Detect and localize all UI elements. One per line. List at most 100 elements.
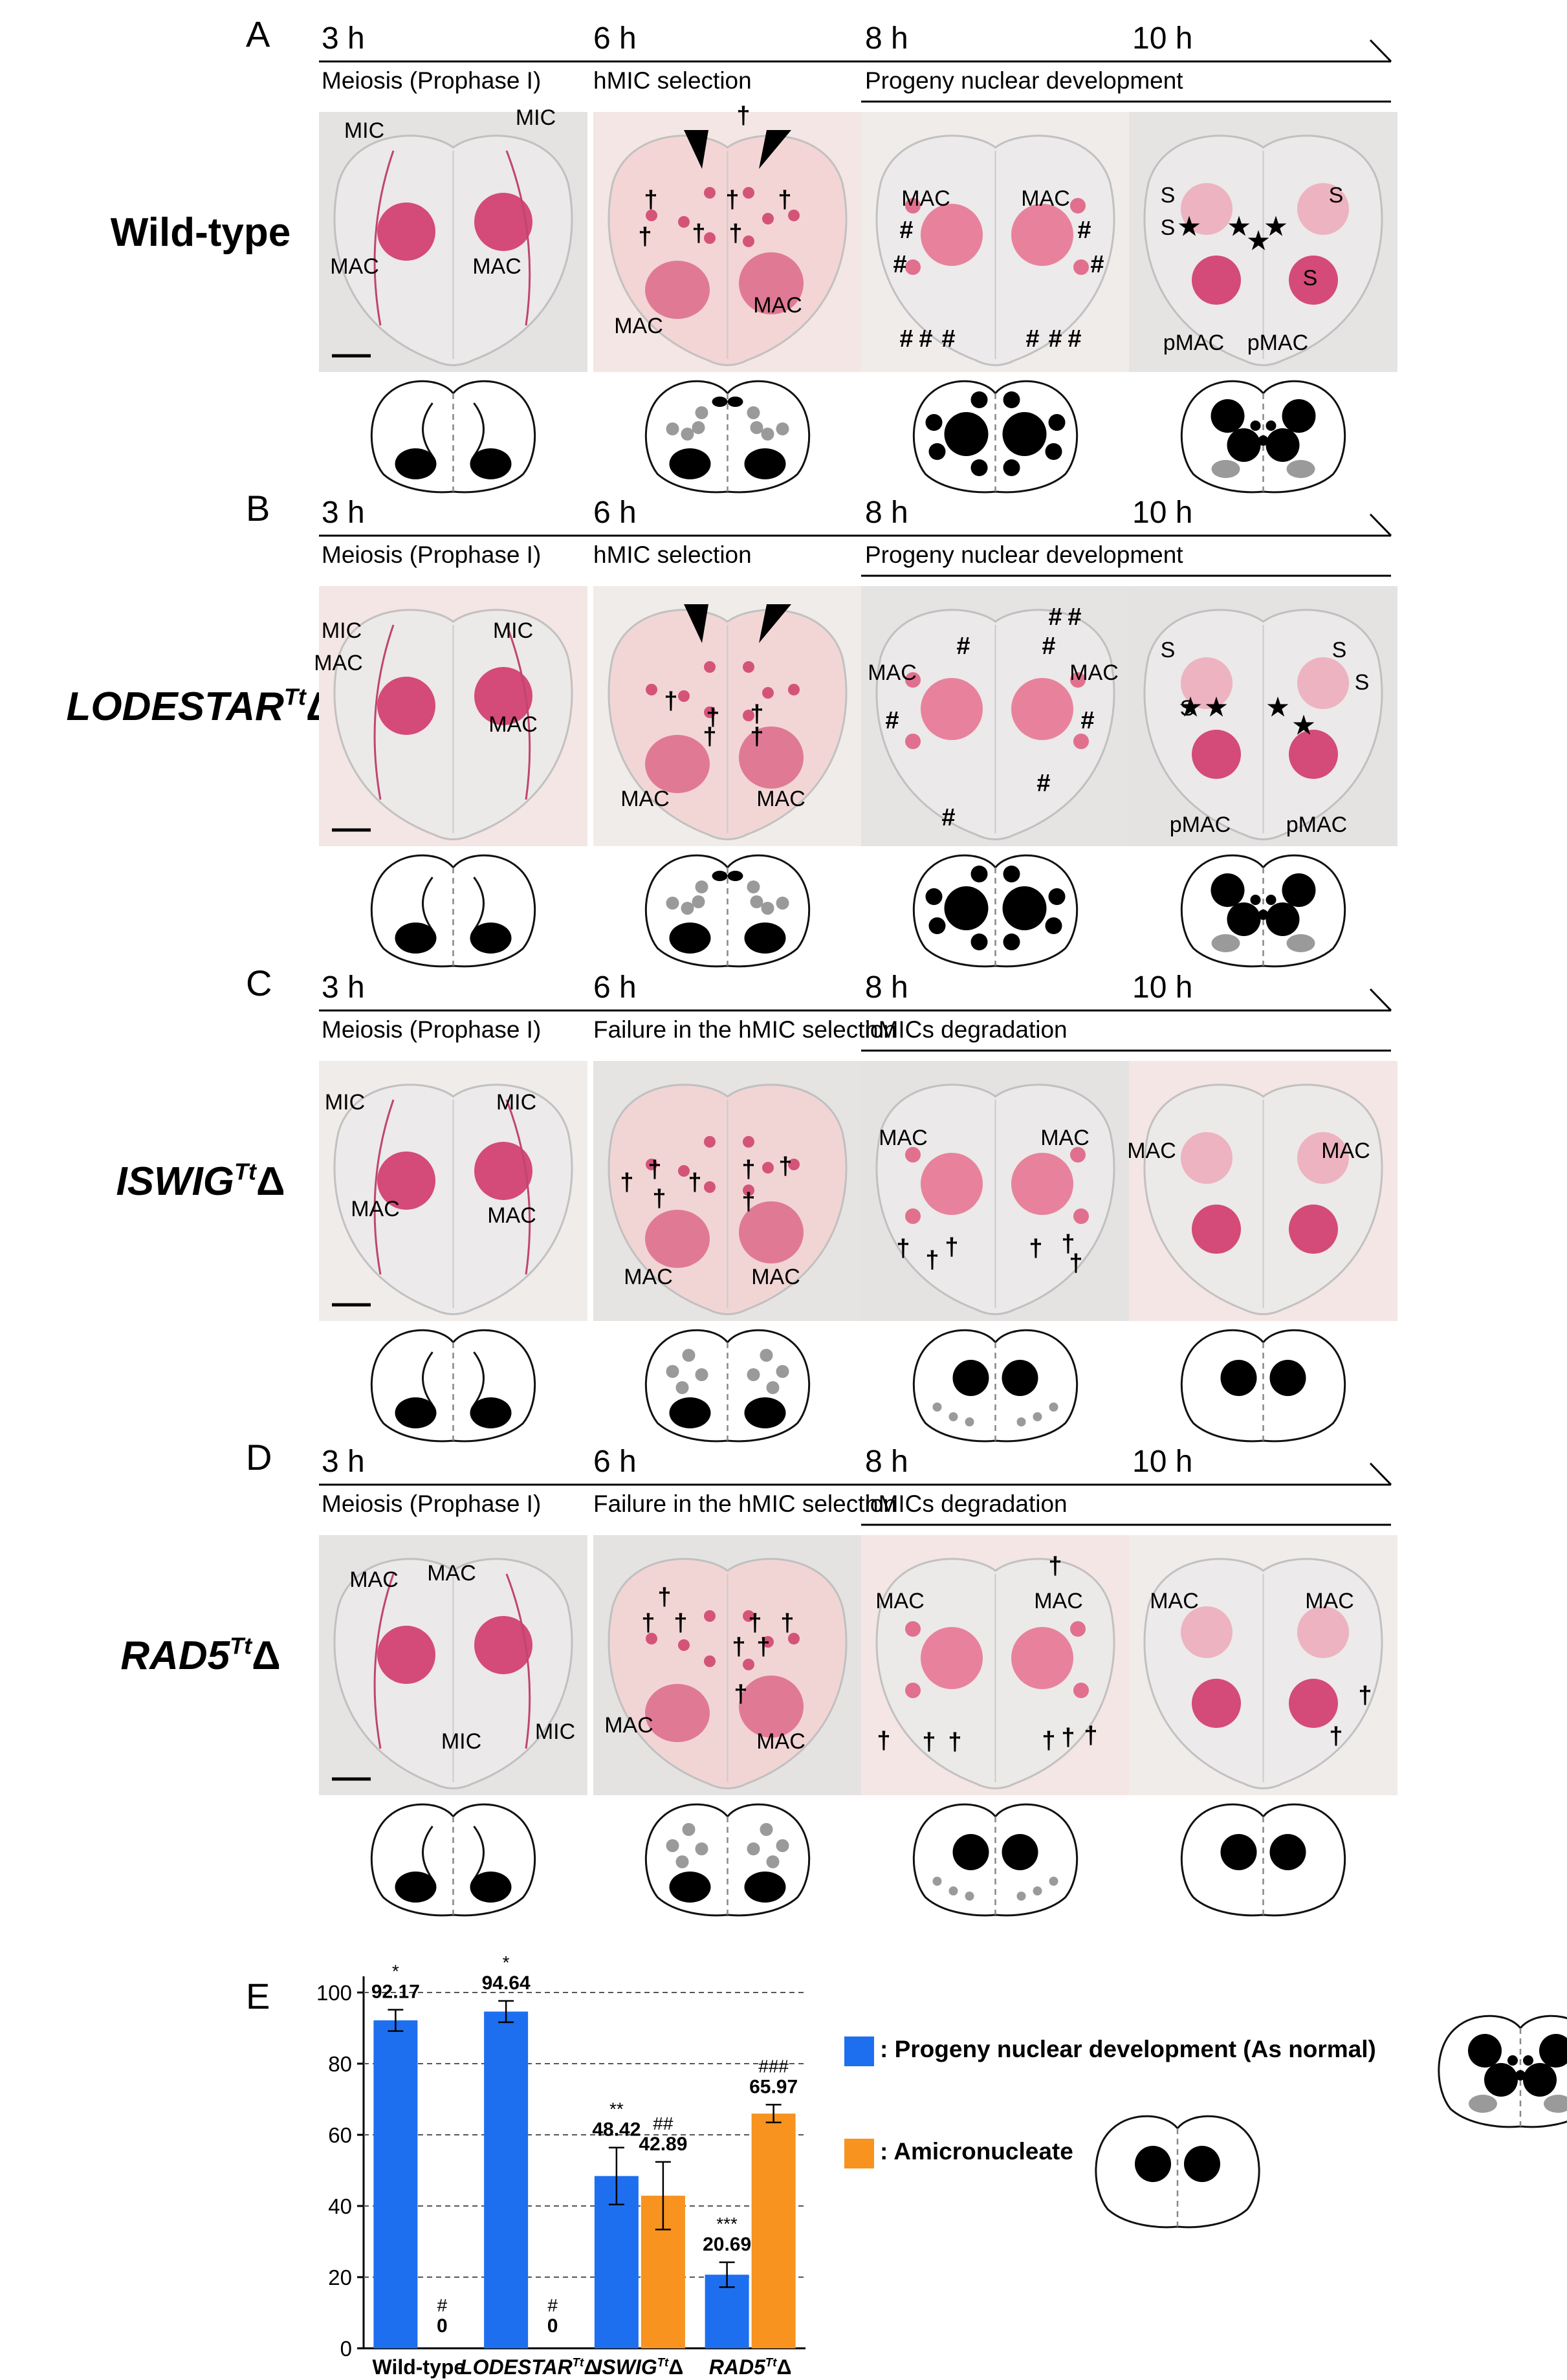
degrading-mic xyxy=(776,422,789,435)
cell-body xyxy=(608,1084,848,1315)
macronucleus xyxy=(1002,886,1047,930)
marker-symbol: # xyxy=(1080,707,1094,734)
marker-symbol: † xyxy=(877,1727,890,1754)
data-label: 48.42 xyxy=(592,2119,641,2141)
schematic-cell xyxy=(644,854,811,968)
marker-symbol: † xyxy=(736,102,750,129)
parental-macronucleus xyxy=(1286,460,1315,478)
nucleus-label: MAC xyxy=(756,787,805,811)
nucleus-label: MIC xyxy=(493,618,533,643)
selected-mic xyxy=(712,871,728,881)
marker-symbol: ★ xyxy=(1265,213,1287,241)
marker-symbol: † xyxy=(729,220,742,247)
time-label: 10 h xyxy=(1132,970,1192,1005)
marker-symbol: # xyxy=(1077,217,1091,244)
mic-stain xyxy=(704,187,716,199)
mic-crescent xyxy=(422,402,433,457)
data-label: 0 xyxy=(437,2315,448,2337)
mic-stain xyxy=(704,661,716,673)
nucleus-label: MAC xyxy=(349,1567,399,1592)
schematic-cell xyxy=(1180,380,1346,494)
macronucleus xyxy=(1184,2146,1220,2182)
marker-symbol: # xyxy=(1025,325,1039,353)
degrading-mic xyxy=(776,1365,789,1378)
degrading-mic xyxy=(675,1855,689,1868)
mic-stain xyxy=(743,1659,754,1670)
cell-body xyxy=(875,135,1115,366)
x-tick-label-prefix: ISWIG xyxy=(597,2355,657,2379)
marker-symbol: † xyxy=(1084,1722,1097,1749)
macronucleus-stain xyxy=(377,1152,435,1210)
mic-stain xyxy=(788,684,800,695)
macronucleus xyxy=(669,1397,711,1428)
nucleus-label: MAC xyxy=(1040,1126,1090,1150)
time-label: 3 h xyxy=(322,496,365,530)
genotype-label: Wild-type xyxy=(111,210,290,255)
progeny-nucleus xyxy=(928,443,946,460)
progeny-nucleus xyxy=(970,391,988,408)
progeny-nucleus xyxy=(1468,2034,1502,2068)
bar-group: 42.89## xyxy=(639,2113,687,2348)
mic-stain xyxy=(704,1136,716,1148)
nucleus-label: MAC xyxy=(1305,1589,1354,1613)
nucleus-stain xyxy=(1181,657,1233,709)
progeny-nucleus xyxy=(1211,873,1245,907)
marker-symbol: # xyxy=(1090,251,1104,278)
mic-stain xyxy=(743,1185,754,1196)
x-tick-label: LODESTARTtΔ xyxy=(460,2355,598,2379)
nucleus-label: MAC xyxy=(868,661,917,685)
marker-symbol: † xyxy=(674,1610,687,1637)
mic-stain xyxy=(905,1208,921,1224)
mic-crescent xyxy=(473,877,485,931)
progeny-nucleus xyxy=(925,414,943,431)
progeny-nucleus xyxy=(970,933,988,950)
time-label: 8 h xyxy=(865,496,908,530)
significance-mark: # xyxy=(547,2295,558,2315)
nucleus-label: pMAC xyxy=(1286,813,1347,837)
mic-stain xyxy=(646,210,657,221)
marker-symbol: † xyxy=(778,186,791,213)
stage-label: hMIC selection xyxy=(593,67,752,94)
nucleus-label: MAC xyxy=(1069,661,1119,685)
data-label: 92.17 xyxy=(371,1982,420,2003)
nucleus-label: MIC xyxy=(441,1729,481,1754)
mic-stain xyxy=(373,1573,395,1749)
cell-body xyxy=(608,135,848,366)
mic-stain xyxy=(788,1633,800,1644)
nucleus-stain xyxy=(1289,1205,1338,1254)
macronucleus xyxy=(470,923,512,954)
mic-stain xyxy=(704,1610,716,1622)
arrowhead xyxy=(759,604,791,643)
progeny-nucleus xyxy=(1266,428,1300,462)
nucleus-label: MAC xyxy=(1034,1589,1083,1613)
mic-crescent xyxy=(473,402,485,457)
marker-symbol: † xyxy=(1061,1724,1075,1751)
mic-stain xyxy=(1073,1683,1089,1698)
time-label: 6 h xyxy=(593,1445,637,1479)
mic-stain xyxy=(905,259,921,275)
degrading-mic xyxy=(747,1368,760,1381)
marker-symbol: † xyxy=(1029,1235,1042,1262)
parental-macronucleus xyxy=(1544,2095,1567,2113)
arrowhead xyxy=(684,604,708,643)
progeny-mic xyxy=(1523,2055,1533,2066)
schematic-cell xyxy=(1180,1329,1346,1443)
significance-mark: * xyxy=(503,1952,510,1972)
nucleus-label: S xyxy=(1303,266,1318,290)
bar-group: 92.17* xyxy=(371,1961,420,2348)
cell-body xyxy=(875,1084,1115,1315)
macronucleus xyxy=(1220,1834,1257,1870)
nucleus-label: MAC xyxy=(751,1265,800,1289)
mic-stain xyxy=(678,1165,690,1177)
macronucleus-stain xyxy=(645,1684,710,1742)
degrading-mic xyxy=(766,1855,780,1868)
degrading-mic xyxy=(760,1349,773,1362)
stage-label: Meiosis (Prophase I) xyxy=(322,67,541,94)
cell-body xyxy=(333,1084,573,1315)
marker-symbol: ★ xyxy=(1267,694,1289,721)
data-label: 42.89 xyxy=(639,2134,687,2155)
macronucleus xyxy=(669,1872,711,1903)
nucleus-label: MAC xyxy=(1321,1139,1370,1163)
